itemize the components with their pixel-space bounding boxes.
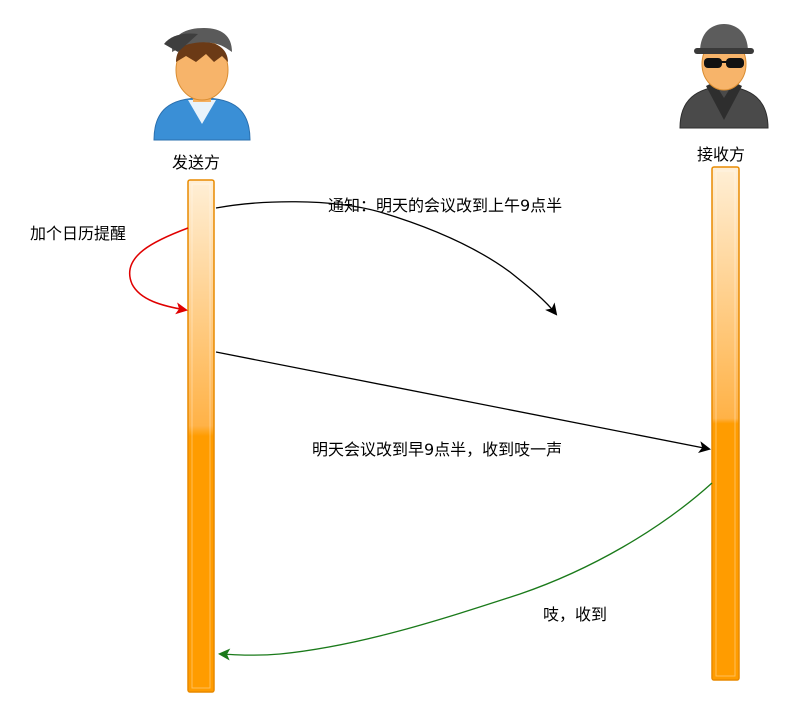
main-message-label: 明天会议改到早9点半，收到吱一声 xyxy=(312,440,563,459)
reply-arrow xyxy=(218,482,713,661)
reply-label: 吱，收到 xyxy=(543,605,608,624)
self-reminder-arrow xyxy=(129,227,189,315)
notification-arrow xyxy=(215,201,558,316)
sender-lifeline xyxy=(187,179,215,693)
sender-avatar-icon xyxy=(153,28,251,141)
receiver-avatar-icon xyxy=(679,24,769,129)
main-message-arrow xyxy=(215,351,711,453)
sender-name-label: 发送方 xyxy=(172,153,221,172)
notification-label: 通知：明天的会议改到上午9点半 xyxy=(328,196,563,215)
receiver-name-label: 接收方 xyxy=(697,145,746,164)
self-reminder-label: 加个日历提醒 xyxy=(30,224,127,243)
receiver-lifeline xyxy=(711,166,740,681)
